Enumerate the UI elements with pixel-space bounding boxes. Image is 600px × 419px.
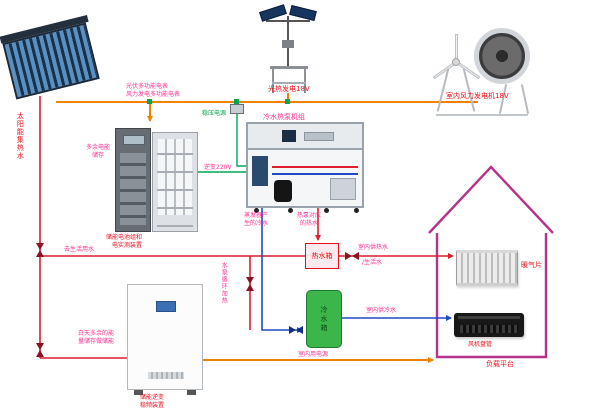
turbine-hub [452,58,460,66]
hot-water-tank: 热水箱 [305,243,339,269]
pv-crossbar [266,20,310,22]
label-radiator: 暖气片 [521,261,542,269]
valve-icon [289,326,303,334]
label-solar-collector: 太阳能集热水 [16,112,25,160]
collector-manifold [0,14,89,44]
label-battery-cabinet-1: 储能电池组和 [106,234,143,241]
valve-icon [345,252,359,260]
label-heatpump-hot-2: 的热水 [300,220,319,227]
label-inverter-220v: 逆变220V [204,164,232,171]
pv-tracker-unit [258,4,320,98]
label-indoor-power: 室内用电源 [298,351,329,358]
measurement-cabinet [152,132,198,232]
label-excess-energy-1: 多余电能 [86,144,111,151]
pv-table-leg [272,69,274,93]
label-voltage-regulator: 稳压电源 [202,110,227,117]
hot-pipe [272,166,358,168]
pv-controller-box [282,40,294,48]
compressor [274,180,292,202]
label-evaporator-note-2: 生的冷水 [244,220,269,227]
label-daytime-note-1: 白天多余的能 [78,330,115,337]
label-pv-generator: 光热发电18V [268,85,310,93]
label-indoor-cold: 室内供冷水 [366,307,397,314]
condenser-box [330,178,356,200]
storage-inverter-cabinet [127,284,203,395]
instrument-panel [304,132,334,141]
label-indoor-hot-1: 室内供热水 [358,244,389,251]
bench-wheel [354,208,359,213]
fan-stand [520,84,530,114]
label-inverter-cabinet-2: 稳频装置 [140,402,165,409]
heat-pump-bench [246,122,364,213]
stand-base [436,114,528,116]
label-pv-meter-note: 光伏多功能电表 [126,83,169,90]
label-battery-cabinet-2: 电实测装置 [112,242,143,249]
label-daytime-note-2: 量储存做储能 [78,338,115,345]
bus-joint-icon [285,99,290,104]
fan-coil-unit [454,313,524,337]
wind-turbine-trainer [428,24,532,116]
solar-thermal-collector [0,14,100,100]
label-inverter-cabinet-1: 储能逆变 [140,394,165,401]
battery-storage-cabinet [115,128,151,232]
pv-panel [289,5,317,21]
cabinet-shelves [157,137,193,227]
pv-table [270,66,308,69]
label-heat-pump-unit: 冷水热泵机组 [263,113,305,121]
fan-coil-grille [460,325,518,333]
valve-icon [36,243,44,257]
voltage-regulator-box [230,104,244,114]
label-indoor-hot-2: /生活水 [362,259,383,266]
battery-module-rows [120,153,146,225]
cabinet-foot [187,390,196,395]
radiator-unit [456,250,518,286]
bench-wheel [288,208,293,213]
cabinet-foot [134,390,143,395]
inverter-display [156,301,176,312]
cold-pipe [272,173,358,175]
cabinet-display [123,135,145,145]
controller-screen [282,130,296,142]
cold-water-tank: 冷水箱 [306,290,342,348]
bus-joint-icon [147,99,152,104]
bench-wheel [254,208,259,213]
pv-table-shelf [272,82,306,84]
label-domestic-water: 去生活用水 [64,246,95,253]
label-wind-generator: 室内风力发电机18V [446,92,509,100]
valve-icon [246,277,254,291]
label-fan-coil: 风机盘管 [468,341,493,348]
hot-water-tank-label: 热水箱 [311,252,333,260]
fan-housing [474,28,530,84]
label-pump-circulation: 水泵循环加热 [220,262,228,304]
electrical-panel [252,156,268,186]
label-excess-energy-2: 储存 [92,152,105,159]
fan-coil-top [458,316,520,319]
bench-wheel [324,208,329,213]
inverter-vent [148,372,184,379]
pv-table-leg [304,69,306,93]
label-heatpump-hot-1: 热泵对应 [297,212,322,219]
label-load-platform: 负载平台 [486,360,514,368]
house-roof-outline [428,165,554,234]
label-wind-meter-note: 风力发电多功能电表 [126,91,181,98]
cold-water-tank-label: 冷水箱 [320,305,328,333]
valve-icon [36,343,44,357]
label-evaporator-note-1: 蒸发器产 [244,212,269,219]
